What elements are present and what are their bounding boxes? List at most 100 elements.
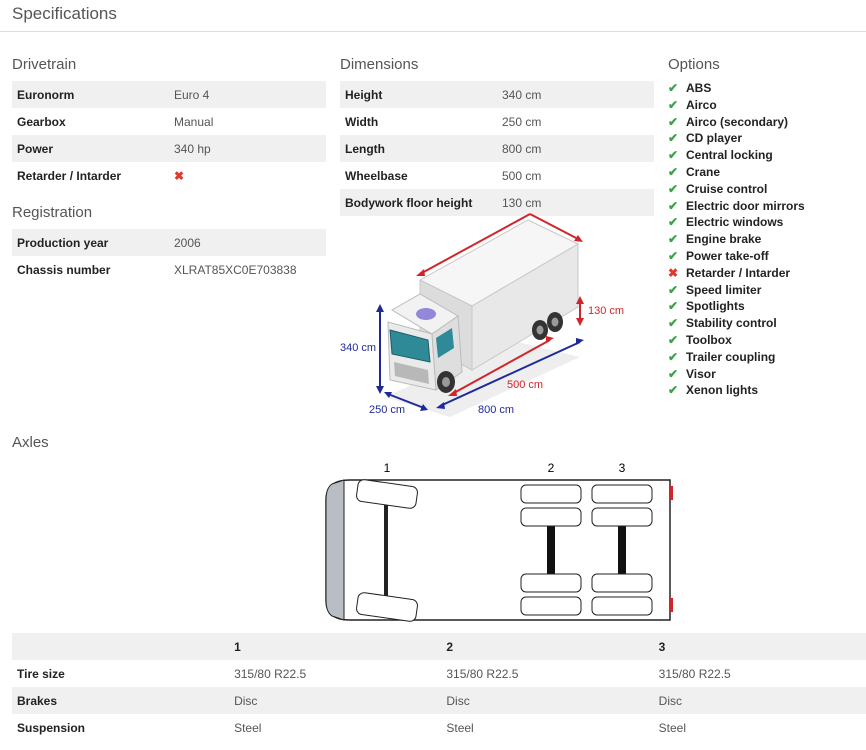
axle-number: 2 bbox=[548, 461, 555, 475]
table-row: Gearbox Manual bbox=[12, 108, 326, 135]
option-label: Trailer coupling bbox=[686, 349, 776, 364]
axle-header: 3 bbox=[653, 633, 866, 660]
list-item: ✔Electric door mirrors bbox=[668, 198, 805, 215]
option-label: Crane bbox=[686, 164, 721, 179]
check-icon: ✔ bbox=[668, 198, 679, 213]
check-icon: ✔ bbox=[668, 332, 679, 347]
list-item: ✔ CD player bbox=[668, 130, 805, 147]
option-label: Engine brake bbox=[686, 232, 762, 247]
cross-icon: ✖ bbox=[174, 168, 185, 183]
axle-layout-diagram: 1 2 3 bbox=[325, 461, 673, 622]
option-label: Xenon lights bbox=[686, 383, 758, 398]
spec-value: 130 cm bbox=[497, 189, 654, 216]
drivetrain-table: Euronorm Euro 4 Gearbox Manual Power 340… bbox=[12, 81, 326, 189]
width-dimension-label: 250 cm bbox=[369, 404, 406, 416]
spec-label: Gearbox bbox=[17, 114, 66, 129]
tire bbox=[520, 573, 582, 593]
axle-header: 1 bbox=[229, 633, 442, 660]
spec-value: 250 cm bbox=[502, 114, 542, 129]
table-row: Retarder / Intarder ✖ bbox=[12, 162, 326, 189]
floor-height-dimension-label: 130 cm bbox=[588, 305, 625, 317]
list-item: ✔Speed limiter bbox=[668, 282, 805, 299]
check-icon: ✔ bbox=[668, 248, 679, 263]
spec-label: Height bbox=[340, 81, 497, 108]
axle-header-blank bbox=[12, 633, 230, 660]
table-row: Suspension Steel Steel Steel bbox=[12, 714, 866, 741]
axle-spec-value: Steel bbox=[234, 720, 262, 735]
axle-spec-value: Disc bbox=[653, 687, 866, 714]
check-icon: ✔ bbox=[668, 148, 679, 163]
spec-value: XLRAT85XC0E703838 bbox=[174, 262, 297, 277]
rear-light bbox=[670, 598, 673, 612]
check-icon: ✔ bbox=[668, 366, 679, 381]
spec-label: Width bbox=[345, 114, 379, 129]
axle-spec-label: Suspension bbox=[17, 720, 86, 735]
check-icon: ✔ bbox=[668, 164, 679, 179]
table-row: Power 340 hp bbox=[12, 135, 326, 162]
axles-table: 1 2 3 Tire size 315/80 R22.5 315/80 R22.… bbox=[12, 633, 866, 741]
check-icon: ✔ bbox=[668, 383, 679, 398]
option-label: Power take-off bbox=[686, 248, 769, 263]
option-label: CD player bbox=[686, 131, 743, 146]
option-label: Central locking bbox=[686, 148, 773, 163]
cab-area bbox=[325, 479, 345, 621]
list-item: ✔Engine brake bbox=[668, 231, 805, 248]
tire bbox=[591, 507, 653, 527]
option-label: Spotlights bbox=[686, 299, 745, 314]
registration-title: Registration bbox=[12, 204, 93, 221]
spec-label: Power bbox=[12, 135, 169, 162]
list-item: ✔Spotlights bbox=[668, 298, 805, 315]
spec-label: Euronorm bbox=[12, 81, 169, 108]
wheelbase-dimension-label: 500 cm bbox=[507, 379, 544, 391]
option-label: Visor bbox=[686, 366, 716, 381]
list-item: ✔Electric windows bbox=[668, 214, 805, 231]
check-icon: ✔ bbox=[668, 131, 679, 146]
axle-spec-value: Steel bbox=[446, 720, 474, 735]
axle-spec-label: Brakes bbox=[12, 687, 230, 714]
spec-label: Bodywork floor height bbox=[340, 189, 497, 216]
axle-spec-value: 315/80 R22.5 bbox=[234, 666, 307, 681]
list-item: ✔Airco bbox=[668, 97, 805, 114]
axle-spec-label: Tire size bbox=[17, 666, 65, 681]
spec-label: Chassis number bbox=[17, 262, 111, 277]
spec-value: 340 hp bbox=[169, 135, 326, 162]
spec-value: Euro 4 bbox=[169, 81, 326, 108]
spec-label: Production year bbox=[12, 229, 169, 256]
spec-value: 340 cm bbox=[497, 81, 654, 108]
table-row: Bodywork floor height 130 cm bbox=[340, 189, 654, 216]
option-label: Stability control bbox=[686, 316, 777, 331]
windshield bbox=[389, 329, 431, 363]
drivetrain-title: Drivetrain bbox=[12, 56, 77, 73]
table-row: Chassis number XLRAT85XC0E703838 bbox=[12, 256, 326, 283]
page-title: Specifications bbox=[12, 4, 117, 23]
option-label: Cruise control bbox=[686, 181, 768, 196]
option-label: Airco bbox=[686, 97, 717, 112]
table-row: Brakes Disc Disc Disc bbox=[12, 687, 866, 714]
axle-spec-value: 315/80 R22.5 bbox=[446, 666, 519, 681]
table-row: Euronorm Euro 4 bbox=[12, 81, 326, 108]
front-tire bbox=[356, 592, 418, 622]
axle-spec-value: 315/80 R22.5 bbox=[658, 666, 731, 681]
list-item: ✔ Xenon lights bbox=[668, 382, 805, 399]
grille bbox=[394, 362, 429, 384]
table-row: Width 250 cm bbox=[340, 108, 654, 135]
axle-spec-value: Disc bbox=[229, 687, 442, 714]
list-item: ✔ Power take-off bbox=[668, 248, 805, 265]
tire bbox=[520, 507, 582, 527]
table-header-row: 1 2 3 bbox=[12, 633, 866, 660]
list-item: ✔Toolbox bbox=[668, 332, 805, 349]
height-dimension-label: 340 cm bbox=[340, 342, 377, 354]
tire bbox=[520, 484, 582, 504]
front-tire bbox=[356, 479, 418, 509]
table-row: Height 340 cm bbox=[340, 81, 654, 108]
spec-label: Retarder / Intarder bbox=[17, 168, 122, 183]
option-label: Speed limiter bbox=[686, 282, 762, 297]
spec-label: Length bbox=[340, 135, 497, 162]
axle-header: 2 bbox=[441, 633, 654, 660]
list-item: ✔ABS bbox=[668, 80, 805, 97]
length-dimension-label: 800 cm bbox=[478, 404, 515, 416]
check-icon: ✔ bbox=[668, 349, 679, 364]
title-divider bbox=[0, 31, 866, 32]
table-row: Production year 2006 bbox=[12, 229, 326, 256]
list-item: ✔ Trailer coupling bbox=[668, 349, 805, 366]
